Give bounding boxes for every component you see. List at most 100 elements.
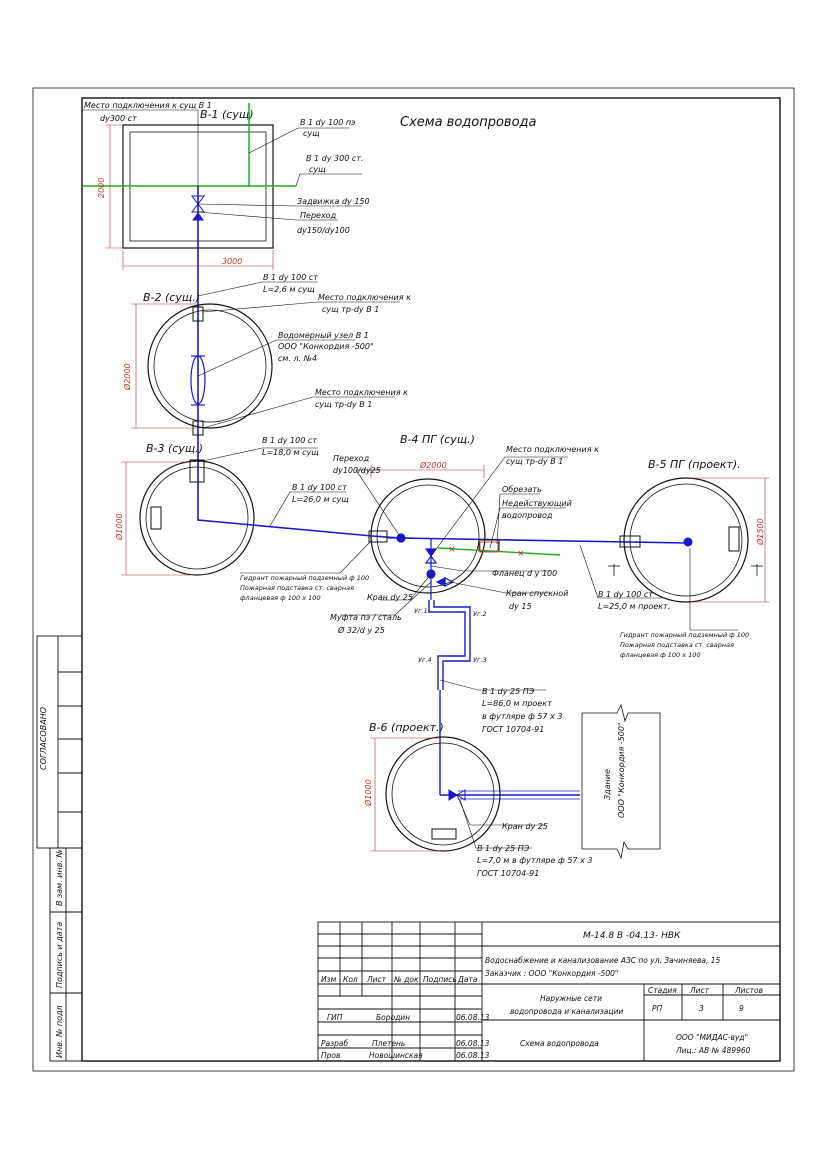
note-pipe6-1: В 1 dy 25 ПЭ — [477, 844, 530, 853]
note-meter-1: Водомерный узел В 1 — [278, 331, 369, 340]
tb-h-kol: Кол — [343, 975, 358, 984]
note-b1-dy100-1: В 1 dy 100 пэ — [300, 118, 355, 127]
notes: Место подключения к сущ В 1 dy300 ст В 1… — [84, 101, 749, 878]
note-conn-b1-1: Место подключения к сущ В 1 — [84, 101, 212, 110]
note-valve25-b6: Кран dy 25 — [502, 822, 548, 831]
note-transition-2: dy150/dy100 — [297, 226, 350, 235]
dim-2000: 2000 — [97, 178, 106, 198]
tb-project-1: Водоснабжение и канализование АЗС по ул.… — [485, 956, 721, 965]
stamp-sign-date: Подпись и дата — [55, 922, 64, 988]
note-conn-b1-2: dy300 ст — [100, 114, 137, 123]
dim-b3-phi: Ø1000 — [114, 513, 124, 541]
tb-h-list: Лист — [366, 975, 387, 984]
note-pipe6-3: ГОСТ 10704-91 — [477, 869, 539, 878]
note-conn-b4-1: Место подключения к — [506, 445, 599, 454]
tb-h-sign: Подпись — [423, 975, 457, 984]
note-pipe23-1: В 1 dy 100 ст — [262, 436, 317, 445]
dim-b5-phi: Ø1500 — [755, 518, 765, 546]
tb-chk-role: Пров — [321, 1051, 340, 1060]
note-hydrant-l-3: фланцевая ф 100 х 100 — [240, 594, 321, 602]
tb-gip-name: Бородин — [376, 1013, 410, 1022]
note-conn-b2b-2: сущ тр-dy В 1 — [315, 400, 372, 409]
note-uz2: Уг.2 — [473, 610, 487, 618]
note-coupling-2: Ø 32/d у 25 — [337, 625, 385, 635]
note-hydrant-r-3: фланцевая ф 100 х 100 — [620, 651, 701, 659]
note-conn-b2a-2: сущ тр-dy В 1 — [322, 305, 379, 314]
note-meter-2: ООО "Конкордия -500" — [278, 342, 374, 351]
note-pipe23-2: L=18,0 м сущ — [262, 448, 319, 457]
note-transition-1: Переход — [300, 211, 337, 220]
note-hydrant-r-2: Пожарная подставка ст. сварная — [620, 641, 734, 649]
meter-unit — [190, 355, 206, 406]
note-hydrant-r-1: Гидрант пожарный подземный ф 100 — [620, 631, 749, 639]
dim-b5 — [690, 477, 770, 603]
note-pipe6-2: L=7,0 м в футляре ф 57 х 3 — [477, 856, 592, 865]
note-pipe46-3: в футляре ф 57 х 3 — [482, 712, 562, 721]
note-coupling-1: Муфта пэ / сталь — [330, 613, 402, 622]
note-pipe45-1: В 1 dy 100 ст — [598, 590, 653, 599]
drawing-title: Схема водопровода — [400, 115, 537, 130]
outer-frame — [32, 87, 795, 1072]
label-b2: В-2 (сущ.) — [143, 291, 200, 304]
tb-dev-date: 06.08.13 — [456, 1039, 490, 1048]
well-b3 — [139, 459, 255, 576]
note-valve150: Задвижка dy 150 — [297, 197, 370, 206]
tb-chk-name: Новошинская — [369, 1051, 423, 1060]
tb-gip-role: ГИП — [327, 1013, 343, 1022]
tb-gip-date: 06.08.13 — [456, 1013, 490, 1022]
dim-b3 — [121, 461, 190, 576]
dim-b6-phi: Ø1000 — [363, 779, 373, 807]
building — [581, 703, 661, 860]
note-valve25-b4: Кран dy 25 — [367, 593, 413, 602]
note-pipe46-4: ГОСТ 10704-91 — [482, 725, 544, 734]
hydrant-b5 — [683, 537, 693, 547]
note-trans4-2: dy100/dy25 — [333, 466, 381, 475]
note-b1-dy100-2: сущ — [303, 129, 320, 138]
label-b5: В-5 ПГ (проект). — [648, 458, 741, 471]
inactive-pipe: × × — [437, 541, 561, 559]
b4-fittings — [388, 533, 455, 600]
note-inactive-2: водопровод — [502, 511, 553, 520]
dim-b6 — [370, 737, 440, 852]
stamp-inv-orig: Инв. № подл — [55, 1005, 64, 1058]
section-marks — [608, 564, 763, 576]
note-drain-2: dy 15 — [509, 602, 532, 611]
tb-dev-name: Плетень — [372, 1039, 405, 1048]
tb-section-2: водопровода и канализации — [510, 1007, 623, 1016]
note-conn-b2a-1: Место подключения к — [318, 293, 411, 302]
note-uz4: Уг.4 — [418, 656, 432, 664]
note-uz3: Уг.3 — [473, 656, 487, 664]
note-meter-3: см. л. №4 — [278, 354, 317, 363]
building-label-2: ООО "Конкордия -500" — [617, 722, 626, 818]
stamp-inv-replace: В зам. инв. № — [55, 849, 64, 906]
tb-h-sheet: Лист — [689, 986, 710, 995]
note-b1-dy300-2: сущ — [309, 165, 326, 174]
title-block — [317, 921, 781, 1062]
tb-h-ndok: № док — [393, 975, 419, 984]
tb-h-date: Дата — [457, 975, 478, 984]
dim-3000: 3000 — [222, 257, 242, 266]
note-pipe34-2: L=26,0 м сущ — [292, 495, 349, 504]
pipe-to-b6 — [428, 600, 580, 800]
well-b4 — [368, 478, 500, 594]
note-trans4-1: Переход — [333, 454, 370, 463]
tb-sheets: 9 — [739, 1004, 744, 1013]
note-conn-b4-2: сущ тр-dy В 1 — [506, 457, 563, 466]
dim-b4 — [370, 465, 485, 478]
label-b1: В-1 (сущ) — [200, 108, 254, 121]
note-pipe12-1: В 1 dy 100 ст — [263, 273, 318, 282]
tb-section-1: Наружные сети — [540, 994, 602, 1003]
tb-chk-date: 06.08.13 — [456, 1051, 490, 1060]
water-main — [197, 186, 687, 544]
dim-b2 — [131, 303, 200, 429]
note-pipe46-1: В 1 dy 25 ПЭ — [482, 687, 535, 696]
note-b1-dy300-1: В 1 dy 300 ст. — [306, 154, 363, 163]
building-label-1: Здание — [603, 769, 612, 800]
tb-h-izm: Изм — [321, 975, 337, 984]
tb-sheet: 3 — [699, 1004, 704, 1013]
note-pipe34-1: В 1 dy 100 ст — [292, 483, 347, 492]
valve-b6 — [448, 789, 466, 801]
label-b4: В-4 ПГ (сущ.) — [400, 433, 475, 446]
dim-b2-phi: Ø2000 — [122, 363, 132, 391]
